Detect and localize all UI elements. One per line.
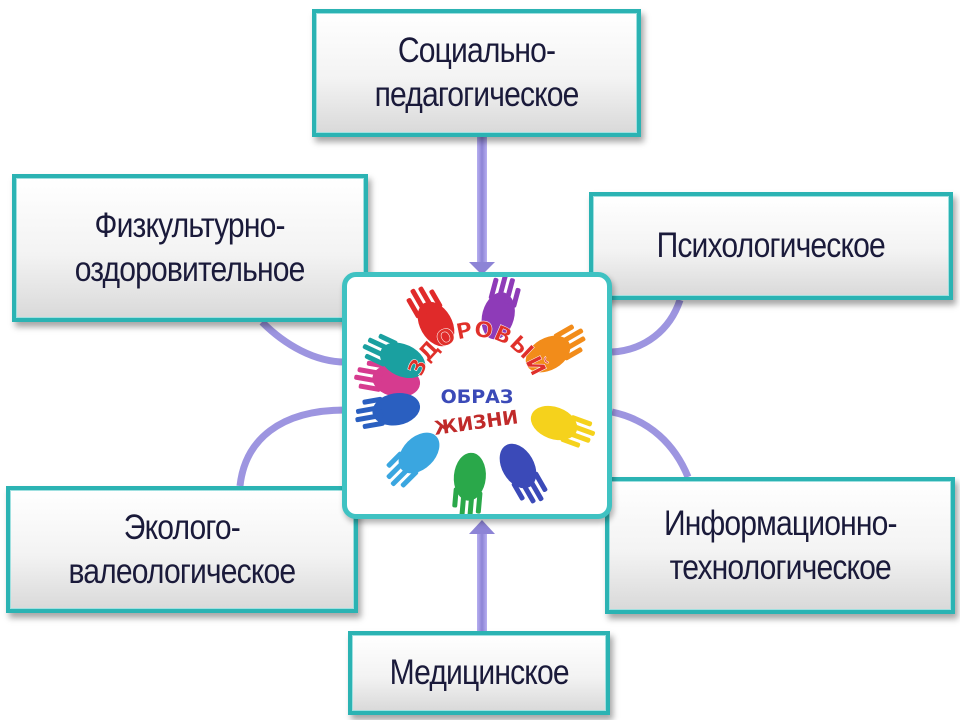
- connector-left-bottom: [236, 406, 346, 487]
- box-psych-label: Психологическое: [656, 224, 886, 268]
- box-eco-valeological: Эколого- валеологическое: [6, 486, 358, 613]
- box-information-technological: Информационно- технологическое: [605, 477, 955, 614]
- connector-top: [477, 137, 487, 265]
- arrowhead-top: [469, 262, 495, 275]
- box-info-label: Информационно- технологическое: [663, 502, 898, 590]
- box-social-line2: педагогическое: [374, 75, 580, 114]
- connector-left-top: [259, 319, 346, 366]
- box-physical-health: Физкультурно- оздоровительное: [12, 174, 368, 322]
- box-fizkult-line1: Физкультурно-: [94, 206, 286, 245]
- logo-center-disc: [419, 337, 535, 453]
- box-eco-label: Эколого- валеологическое: [68, 506, 297, 594]
- box-info-line2: технологическое: [669, 547, 891, 587]
- box-eco-line2: валеологическое: [68, 551, 297, 591]
- box-medical: Медицинское: [348, 631, 610, 715]
- center-logo-box: ЗДОРОВЫЙ ОБРАЗ ЖИЗНИ: [342, 272, 612, 519]
- arrowhead-bottom: [469, 520, 495, 534]
- box-fizkult-label: Физкультурно- оздоровительное: [75, 204, 306, 292]
- connector-bottom: [477, 532, 487, 632]
- healthy-lifestyle-logo: ЗДОРОВЫЙ ОБРАЗ ЖИЗНИ: [354, 277, 596, 514]
- box-med-line1: Медицинское: [389, 653, 569, 692]
- connector-right-top: [611, 298, 684, 356]
- box-med-label: Медицинское: [389, 651, 569, 695]
- box-psych-line1: Психологическое: [656, 226, 886, 265]
- logo-middle-text: ОБРАЗ: [441, 386, 514, 408]
- box-social-label: Социально- педагогическое: [374, 29, 580, 117]
- box-social-pedagogical: Социально- педагогическое: [312, 9, 641, 137]
- box-info-line1: Информационно-: [663, 503, 898, 543]
- hands-ring-icon: [354, 277, 596, 514]
- box-fizkult-line2: оздоровительное: [75, 250, 306, 289]
- box-psychological: Психологическое: [589, 192, 953, 300]
- box-eco-line1: Эколого-: [123, 507, 241, 547]
- box-social-line1: Социально-: [397, 31, 556, 70]
- connector-right-bottom: [611, 408, 692, 479]
